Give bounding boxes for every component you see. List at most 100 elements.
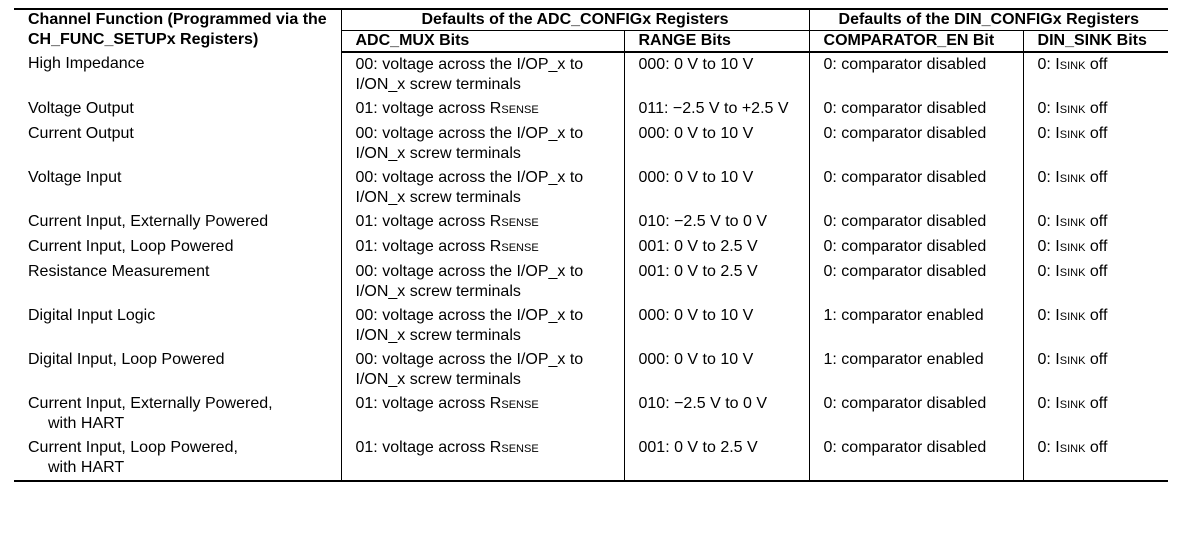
function-text: Digital Input, Loop Powered bbox=[28, 351, 225, 368]
cell-comparator-en: 0: comparator disabled bbox=[808, 122, 1024, 166]
adc-mux-text: 00: voltage across the I/OP_x to I/ON_x … bbox=[355, 263, 584, 300]
adc-mux-text: 01: voltage across RSENSE bbox=[355, 439, 539, 456]
adc-mux-text: 00: voltage across the I/OP_x to I/ON_x … bbox=[355, 169, 584, 206]
din-sink-text: 0: ISINK off bbox=[1037, 351, 1108, 368]
cell-adc-mux: 00: voltage across the I/OP_x to I/ON_x … bbox=[340, 52, 624, 97]
range-text: 000: 0 V to 10 V bbox=[638, 56, 754, 73]
cell-adc-mux: 01: voltage across RSENSE bbox=[340, 436, 624, 482]
header-adc-mux: ADC_MUX Bits bbox=[340, 30, 624, 53]
cell-din-sink: 0: ISINK off bbox=[1022, 210, 1169, 235]
cell-range: 000: 0 V to 10 V bbox=[623, 166, 810, 210]
table-row: Current Input, Loop Powered 01: voltage a… bbox=[14, 235, 1169, 260]
comparator-en-text: 0: comparator disabled bbox=[823, 100, 987, 117]
cell-comparator-en: 0: comparator disabled bbox=[808, 392, 1024, 436]
din-sink-text: 0: ISINK off bbox=[1037, 169, 1108, 186]
cell-function: Digital Input, Loop Powered bbox=[14, 348, 341, 392]
cell-range: 000: 0 V to 10 V bbox=[623, 52, 810, 97]
table-header: Channel Function (Programmed via the CH_… bbox=[14, 8, 1169, 53]
cell-function: Current Input, Externally Powered, with … bbox=[14, 392, 341, 436]
cell-range: 000: 0 V to 10 V bbox=[623, 304, 810, 348]
cell-range: 010: −2.5 V to 0 V bbox=[623, 392, 810, 436]
function-text: Digital Input Logic bbox=[28, 307, 156, 324]
header-range: RANGE Bits bbox=[623, 30, 810, 53]
cell-function: Resistance Measurement bbox=[14, 260, 341, 304]
comparator-en-text: 0: comparator disabled bbox=[823, 169, 987, 186]
header-comparator-en: COMPARATOR_EN Bit bbox=[808, 30, 1024, 53]
cell-adc-mux: 01: voltage across RSENSE bbox=[340, 97, 624, 122]
header-channel-function: Channel Function (Programmed via the CH_… bbox=[14, 8, 341, 52]
adc-mux-text: 00: voltage across the I/OP_x to I/ON_x … bbox=[355, 307, 584, 344]
function-text: High Impedance bbox=[28, 55, 145, 72]
range-text: 000: 0 V to 10 V bbox=[638, 307, 754, 324]
table-row: Current Input, Loop Powered, with HART 01… bbox=[14, 436, 1169, 482]
function-text: Current Input, Loop Powered bbox=[28, 238, 234, 255]
cell-din-sink: 0: ISINK off bbox=[1022, 122, 1169, 166]
din-sink-text: 0: ISINK off bbox=[1037, 238, 1108, 255]
comparator-en-text: 1: comparator enabled bbox=[823, 307, 984, 324]
cell-adc-mux: 01: voltage across RSENSE bbox=[340, 210, 624, 235]
comparator-en-text: 1: comparator enabled bbox=[823, 351, 984, 368]
cell-range: 000: 0 V to 10 V bbox=[623, 348, 810, 392]
comparator-en-text: 0: comparator disabled bbox=[823, 125, 987, 142]
comparator-en-text: 0: comparator disabled bbox=[823, 56, 987, 73]
cell-din-sink: 0: ISINK off bbox=[1022, 52, 1169, 97]
range-text: 001: 0 V to 2.5 V bbox=[638, 263, 758, 280]
cell-comparator-en: 0: comparator disabled bbox=[808, 210, 1024, 235]
cell-adc-mux: 00: voltage across the I/OP_x to I/ON_x … bbox=[340, 122, 624, 166]
table-body: High Impedance 00: voltage across the I/O… bbox=[14, 52, 1169, 482]
comparator-en-text: 0: comparator disabled bbox=[823, 213, 987, 230]
range-text: 001: 0 V to 2.5 V bbox=[638, 238, 758, 255]
table-row: Voltage Input 00: voltage across the I/OP… bbox=[14, 166, 1169, 210]
cell-function: Voltage Output bbox=[14, 97, 341, 122]
cell-comparator-en: 0: comparator disabled bbox=[808, 260, 1024, 304]
cell-din-sink: 0: ISINK off bbox=[1022, 260, 1169, 304]
cell-comparator-en: 0: comparator disabled bbox=[808, 97, 1024, 122]
cell-function: Voltage Input bbox=[14, 166, 341, 210]
range-text: 010: −2.5 V to 0 V bbox=[638, 395, 768, 412]
cell-din-sink: 0: ISINK off bbox=[1022, 392, 1169, 436]
adc-mux-text: 01: voltage across RSENSE bbox=[355, 395, 539, 412]
din-sink-text: 0: ISINK off bbox=[1037, 395, 1108, 412]
table-row: Digital Input Logic 00: voltage across th… bbox=[14, 304, 1169, 348]
cell-range: 001: 0 V to 2.5 V bbox=[623, 260, 810, 304]
cell-comparator-en: 0: comparator disabled bbox=[808, 436, 1024, 482]
cell-range: 011: −2.5 V to +2.5 V bbox=[623, 97, 810, 122]
din-sink-text: 0: ISINK off bbox=[1037, 100, 1108, 117]
cell-function: High Impedance bbox=[14, 52, 341, 97]
range-text: 010: −2.5 V to 0 V bbox=[638, 213, 768, 230]
cell-comparator-en: 1: comparator enabled bbox=[808, 348, 1024, 392]
cell-adc-mux: 01: voltage across RSENSE bbox=[340, 392, 624, 436]
cell-adc-mux: 00: voltage across the I/OP_x to I/ON_x … bbox=[340, 260, 624, 304]
header-row-columns: ADC_MUX Bits RANGE Bits COMPARATOR_EN Bi… bbox=[14, 30, 1169, 53]
header-din-sink: DIN_SINK Bits bbox=[1022, 30, 1169, 53]
din-sink-text: 0: ISINK off bbox=[1037, 56, 1108, 73]
comparator-en-text: 0: comparator disabled bbox=[823, 263, 987, 280]
range-text: 011: −2.5 V to +2.5 V bbox=[638, 100, 789, 117]
header-row-groups: Channel Function (Programmed via the CH_… bbox=[14, 8, 1169, 52]
cell-din-sink: 0: ISINK off bbox=[1022, 436, 1169, 482]
table-row: Current Input, Externally Powered, with … bbox=[14, 392, 1169, 436]
table-row: Resistance Measurement 00: voltage across… bbox=[14, 260, 1169, 304]
cell-din-sink: 0: ISINK off bbox=[1022, 97, 1169, 122]
header-group-adc-config: Defaults of the ADC_CONFIGx Registers bbox=[340, 8, 810, 31]
din-sink-text: 0: ISINK off bbox=[1037, 439, 1108, 456]
comparator-en-text: 0: comparator disabled bbox=[823, 439, 987, 456]
header-group-din-config: Defaults of the DIN_CONFIGx Registers bbox=[808, 8, 1169, 31]
cell-function: Digital Input Logic bbox=[14, 304, 341, 348]
cell-function: Current Output bbox=[14, 122, 341, 166]
cell-range: 001: 0 V to 2.5 V bbox=[623, 436, 810, 482]
cell-function: Current Input, Externally Powered bbox=[14, 210, 341, 235]
din-sink-text: 0: ISINK off bbox=[1037, 125, 1108, 142]
cell-comparator-en: 0: comparator disabled bbox=[808, 52, 1024, 97]
register-defaults-table: Channel Function (Programmed via the CH_… bbox=[14, 8, 1169, 482]
cell-range: 001: 0 V to 2.5 V bbox=[623, 235, 810, 260]
range-text: 000: 0 V to 10 V bbox=[638, 169, 754, 186]
function-text: Current Input, Loop Powered, with HART bbox=[28, 439, 238, 476]
comparator-en-text: 0: comparator disabled bbox=[823, 238, 987, 255]
adc-mux-text: 01: voltage across RSENSE bbox=[355, 238, 539, 255]
cell-adc-mux: 00: voltage across the I/OP_x to I/ON_x … bbox=[340, 304, 624, 348]
function-text: Current Input, Externally Powered, with … bbox=[28, 395, 273, 432]
